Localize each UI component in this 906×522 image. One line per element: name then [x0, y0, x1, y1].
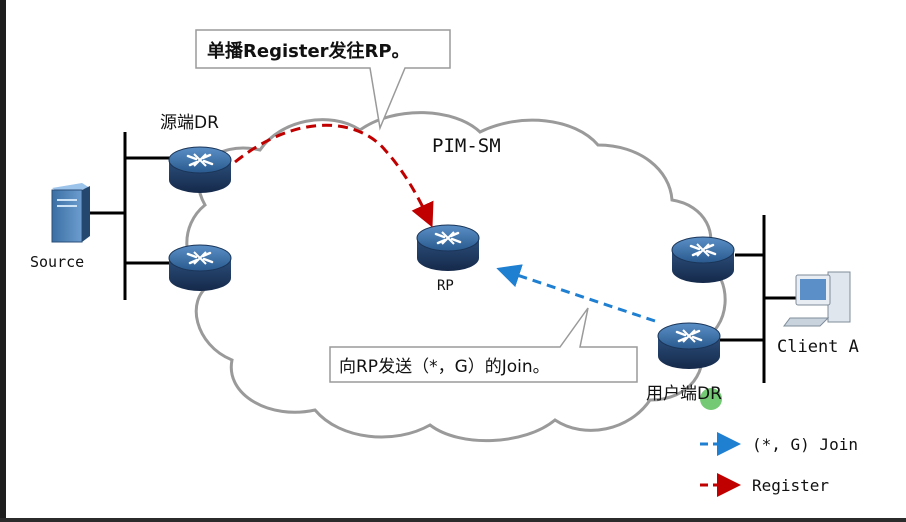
client-dr-router-icon	[657, 322, 721, 369]
rp-label: RP	[437, 278, 454, 294]
source-dr-label: 源端DR	[160, 113, 219, 133]
source-server-icon	[51, 183, 90, 243]
join-callout: 向RP发送（*，G）的Join。	[329, 307, 638, 383]
register-callout: 单播Register发往RP。	[195, 29, 451, 131]
pim-sm-cloud: PIM-SM	[185, 111, 727, 442]
client-dr-label: 用户端DR	[646, 384, 722, 404]
legend-register-label: Register	[752, 476, 829, 495]
cloud-label: PIM-SM	[432, 135, 501, 157]
source-dr-router-icon	[168, 146, 232, 193]
register-arrow	[234, 123, 434, 228]
client-router-icon	[671, 236, 735, 283]
register-callout-text: 单播Register发往RP。	[207, 40, 410, 62]
source-second-router-icon	[168, 244, 232, 291]
legend: (*, G) Join Register	[700, 432, 858, 497]
join-arrow	[496, 264, 656, 323]
left-border	[0, 0, 6, 518]
join-callout-text: 向RP发送（*，G）的Join。	[339, 357, 550, 377]
source-label: Source	[30, 253, 84, 271]
cursor-highlight	[700, 388, 722, 410]
legend-join-label: (*, G) Join	[752, 435, 858, 454]
client-label: Client A	[777, 337, 859, 357]
rp-router-icon	[416, 224, 480, 271]
client-pc-icon	[783, 271, 851, 327]
